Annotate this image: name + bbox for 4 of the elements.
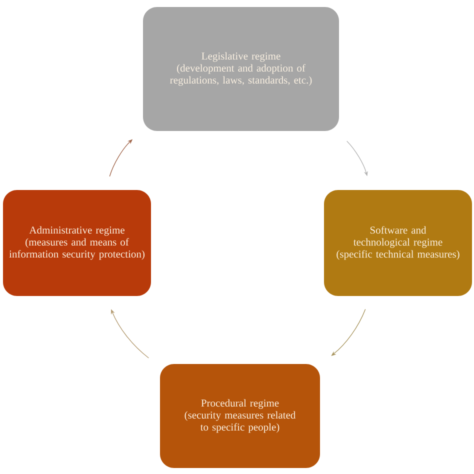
regime-box: Legislative regime (development and adoption of regulations, laws, standards, etc.) [143,7,339,131]
regime-box: Procedural regime (security measures related to specific people) [160,364,320,468]
regime-box: Software and technological regime (specific technical measures) [324,190,472,296]
regime-box: Administrative regime (measures and means of information security protection) [3,190,151,296]
